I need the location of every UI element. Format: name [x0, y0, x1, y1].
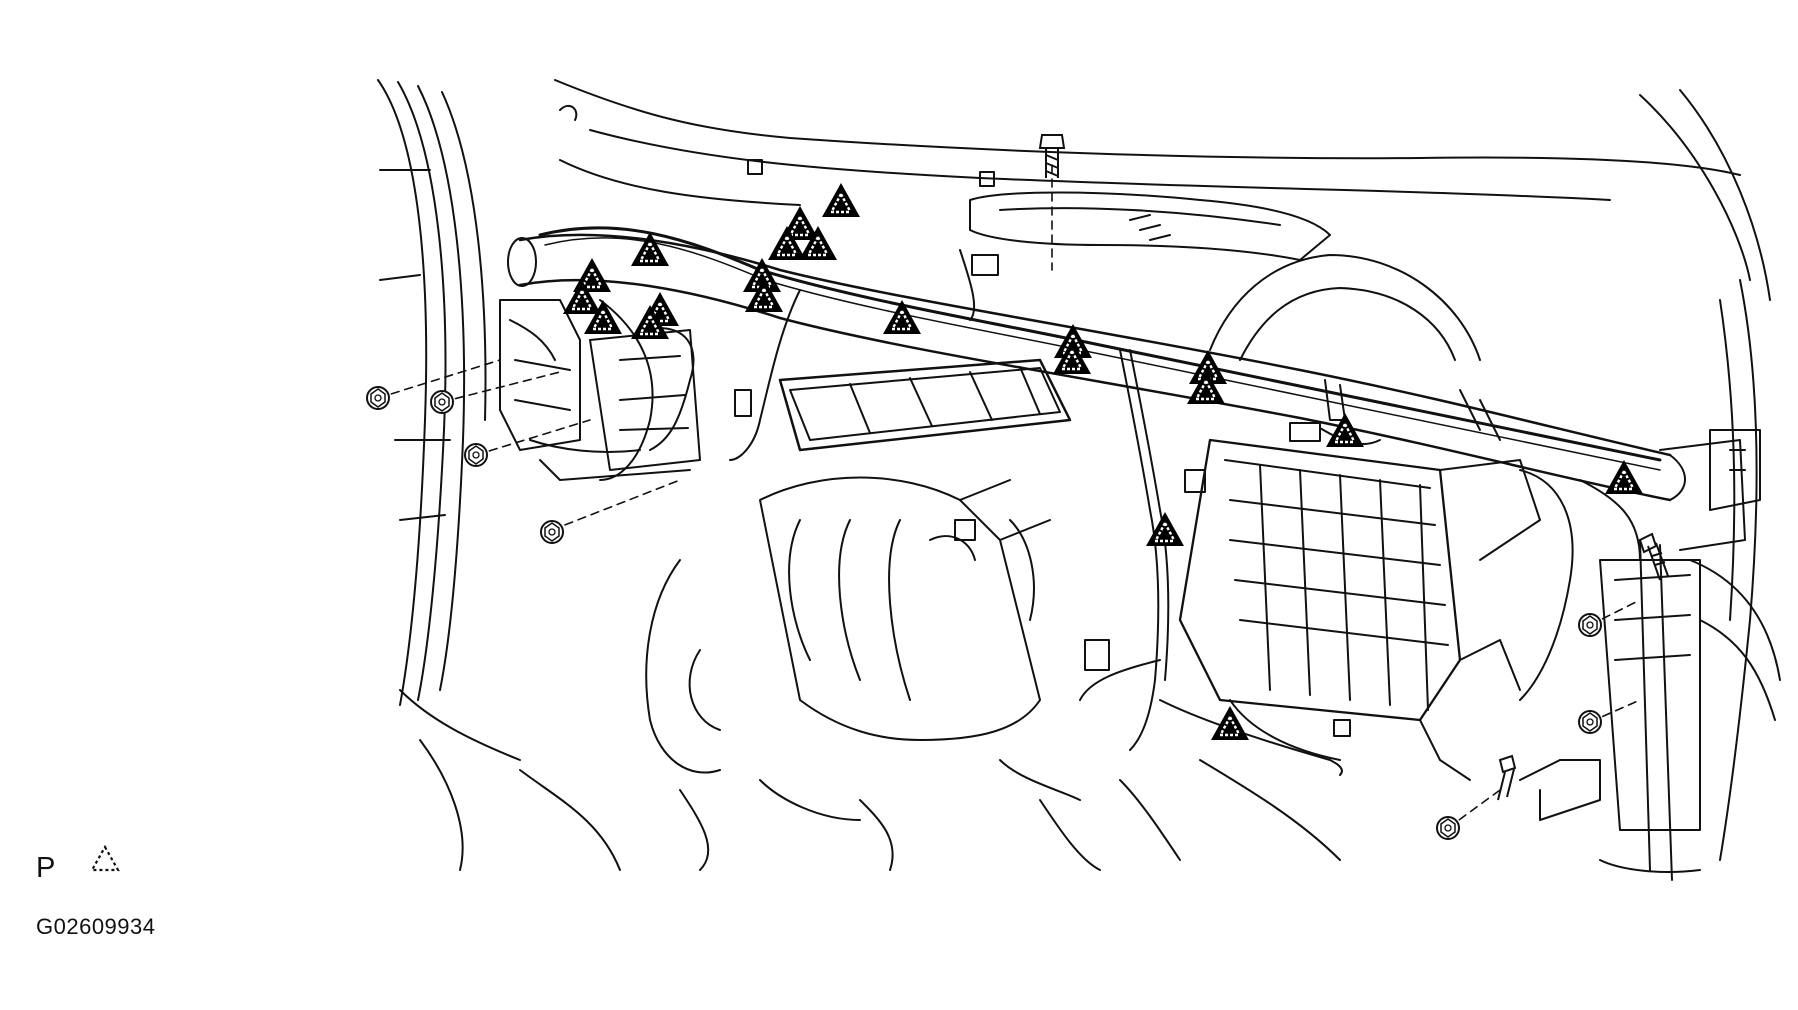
bolt-icon [1038, 134, 1066, 178]
instrument-panel-reinforcement [507, 233, 1746, 551]
solid-triangle-clip-icon [820, 181, 862, 219]
nut-icon [430, 390, 454, 414]
leader-lines [377, 164, 1641, 829]
dashed-triangle-clip-icon [90, 844, 120, 872]
nut-icon [540, 520, 564, 544]
bolt-icon [1638, 532, 1669, 581]
clip-markers [561, 181, 1645, 742]
nut-icon [1436, 816, 1460, 840]
nuts [366, 386, 1602, 840]
nut-icon [464, 443, 488, 467]
bolt-icon [1497, 754, 1517, 801]
floor-console [419, 739, 1341, 871]
nut-icon [1578, 613, 1602, 637]
hvac-case [1178, 438, 1574, 781]
heater-unit [645, 476, 1081, 871]
cowl-panel [554, 79, 1771, 301]
figure-code: G02609934 [36, 914, 156, 939]
right-body-panel [1599, 279, 1758, 873]
center-register [778, 358, 1072, 452]
defroster-duct [969, 191, 1481, 361]
bolts [1038, 134, 1669, 801]
bracket [1519, 429, 1781, 881]
nut-icon [1578, 710, 1602, 734]
wire-harness [538, 226, 1662, 776]
door-pillar [377, 79, 521, 761]
junction-block [499, 299, 701, 481]
legend-letter: P [36, 852, 56, 884]
nut-icon [366, 386, 390, 410]
